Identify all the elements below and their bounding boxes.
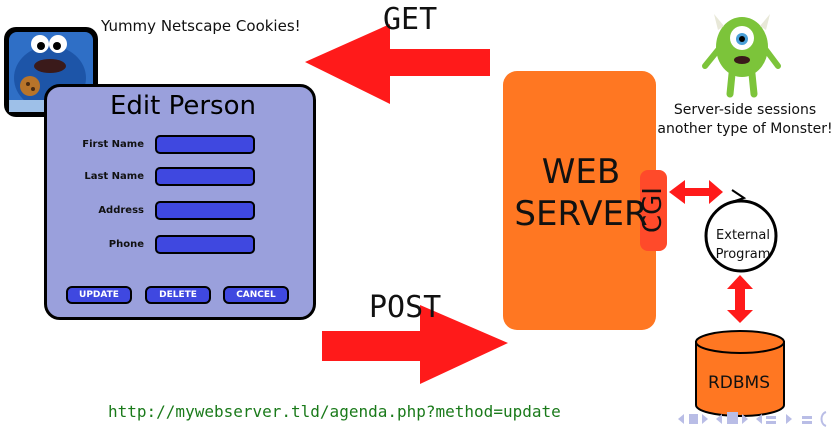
web-server-label-line2: SERVER bbox=[514, 194, 648, 234]
monster-picture bbox=[702, 14, 781, 98]
phone-field[interactable] bbox=[155, 235, 255, 254]
post-arrow bbox=[322, 305, 508, 384]
external-program-label-line2: Program bbox=[715, 247, 771, 262]
web-server-label-line1: WEB bbox=[541, 152, 621, 192]
cancel-button[interactable]: CANCEL bbox=[223, 286, 289, 304]
last-name-field[interactable] bbox=[155, 167, 255, 186]
slide-nav-icons bbox=[678, 411, 827, 427]
last-name-label: Last Name bbox=[84, 171, 144, 182]
monster-caption-line1: Server-side sessions bbox=[673, 102, 817, 118]
external-program-label-line1: External bbox=[716, 228, 770, 243]
first-name-label: First Name bbox=[82, 139, 144, 150]
rdbms-label: RDBMS bbox=[707, 373, 771, 393]
request-url: http://mywebserver.tld/agenda.php?method… bbox=[108, 402, 561, 421]
web-server-block bbox=[503, 71, 656, 330]
phone-label: Phone bbox=[108, 239, 144, 250]
post-label: POST bbox=[369, 290, 442, 325]
cgi-external-arrow bbox=[669, 180, 723, 204]
rdbms-cylinder-top bbox=[695, 330, 785, 354]
monster-caption-line2: another type of Monster! bbox=[657, 121, 833, 137]
cookie-caption: Yummy Netscape Cookies! bbox=[101, 17, 301, 35]
get-label: GET bbox=[383, 2, 438, 37]
external-rdbms-arrow bbox=[727, 275, 753, 323]
cgi-block bbox=[640, 170, 667, 251]
get-arrow bbox=[305, 24, 490, 104]
cycle-arrow-icon bbox=[731, 189, 747, 203]
monster-caption: Server-side sessions another type of Mon… bbox=[650, 101, 840, 139]
edit-person-title: Edit Person bbox=[110, 91, 256, 121]
external-program-circle bbox=[704, 199, 778, 273]
delete-button[interactable]: DELETE bbox=[145, 286, 211, 304]
update-button[interactable]: UPDATE bbox=[66, 286, 132, 304]
external-program-label: External Program bbox=[712, 226, 774, 264]
cgi-label: CGI bbox=[638, 187, 668, 233]
first-name-field[interactable] bbox=[155, 135, 255, 154]
address-label: Address bbox=[98, 205, 144, 216]
web-server-label: WEB SERVER bbox=[506, 151, 656, 235]
address-field[interactable] bbox=[155, 201, 255, 220]
